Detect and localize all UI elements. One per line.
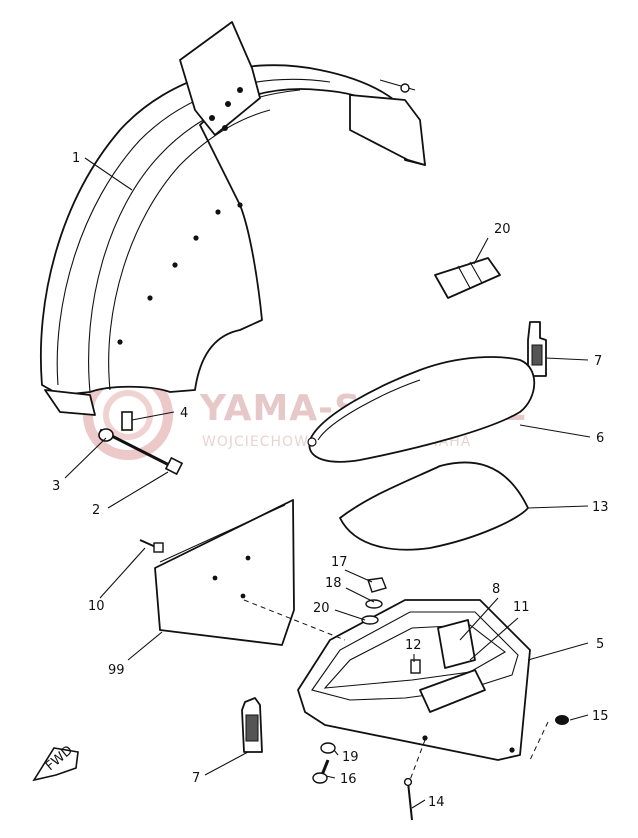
callout-99: 99 — [108, 663, 125, 678]
part-seat-pad — [339, 461, 529, 551]
callout-3: 3 — [52, 479, 60, 494]
callout-20-bottom: 20 — [313, 601, 330, 616]
callout-4: 4 — [180, 406, 188, 421]
callout-7-top: 7 — [594, 354, 602, 369]
part-clip-bottom — [241, 697, 263, 753]
part-grommet-15 — [555, 715, 569, 725]
callout-8: 8 — [492, 582, 500, 597]
part-rear-fender — [39, 21, 426, 416]
assembly-lines — [243, 599, 549, 781]
callout-17: 17 — [331, 555, 348, 570]
callout-20-top: 20 — [494, 222, 511, 237]
callout-10: 10 — [88, 599, 105, 614]
callout-16: 16 — [340, 772, 357, 787]
part-side-panel — [154, 499, 295, 646]
part-tray — [297, 599, 531, 761]
forward-arrow-icon — [32, 747, 79, 782]
callout-15: 15 — [592, 709, 609, 724]
part-screw-small — [139, 539, 164, 553]
callout-1: 1 — [72, 151, 80, 166]
callout-19: 19 — [342, 750, 359, 765]
callout-7-bottom: 7 — [192, 771, 200, 786]
callout-11: 11 — [513, 600, 530, 615]
part-collar — [121, 411, 133, 431]
leader-lines — [64, 157, 591, 809]
callout-6: 6 — [596, 431, 604, 446]
callout-12: 12 — [405, 638, 422, 653]
part-washer — [98, 428, 114, 442]
part-grommet — [410, 659, 421, 674]
part-pin — [403, 777, 413, 821]
callout-18: 18 — [325, 576, 342, 591]
callout-5: 5 — [596, 637, 604, 652]
callout-2: 2 — [92, 503, 100, 518]
part-seat — [307, 356, 536, 463]
callouts: 1 2 3 4 20 7 6 13 5 8 11 12 17 18 20 10 … — [52, 151, 609, 810]
part-bolt-16 — [312, 759, 330, 784]
part-fastener-stack — [361, 577, 387, 625]
callout-13: 13 — [592, 500, 609, 515]
callout-14: 14 — [428, 795, 445, 810]
part-connector — [434, 257, 501, 299]
part-washer-19 — [320, 742, 336, 754]
fwd-marker: FWD — [32, 743, 79, 782]
